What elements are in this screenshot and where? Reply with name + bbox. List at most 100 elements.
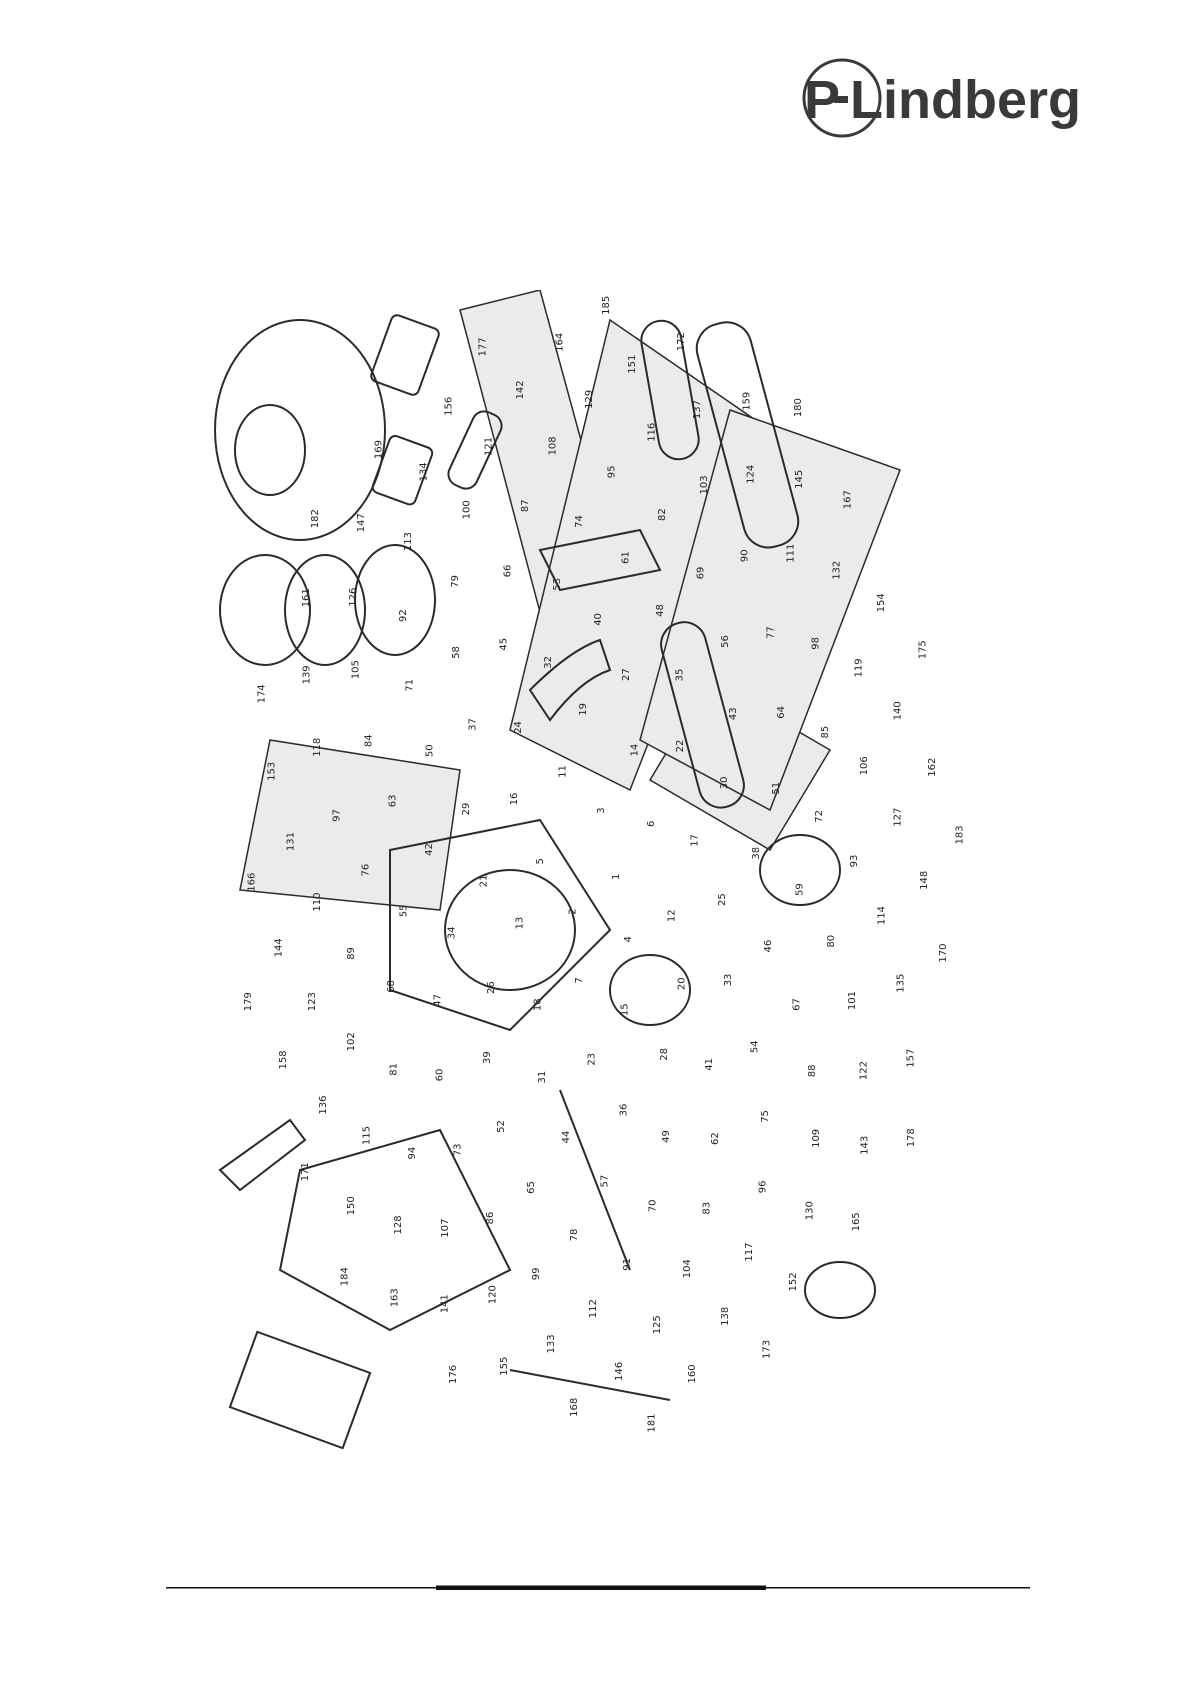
base-plate (228, 1330, 372, 1450)
part-number-label: 60 (434, 1069, 445, 1082)
part-number-label: 25 (717, 893, 728, 906)
part-number-label: 97 (332, 809, 343, 822)
part-number-label: 20 (677, 977, 688, 990)
part-number-label: 62 (710, 1132, 721, 1145)
part-number-label: 158 (278, 1050, 289, 1069)
part-number-label: 85 (820, 726, 831, 739)
part-number-label: 141 (440, 1294, 451, 1313)
part-number-label: 55 (398, 905, 409, 918)
part-number-label: 143 (860, 1136, 871, 1155)
pipe-upper (640, 319, 700, 461)
part-number-label: 65 (526, 1181, 537, 1194)
part-number-label: 52 (496, 1120, 507, 1133)
part-number-label: 57 (599, 1175, 610, 1188)
part-number-label: 41 (704, 1058, 715, 1071)
part-number-label: 116 (646, 423, 657, 442)
part-number-label: 36 (618, 1104, 629, 1117)
part-number-label: 103 (699, 475, 710, 494)
part-number-label: 129 (584, 390, 595, 409)
part-number-label: 166 (246, 873, 257, 892)
part-number-label: 100 (461, 500, 472, 519)
part-number-label: 144 (273, 938, 284, 957)
part-number-label: 123 (307, 992, 318, 1011)
part-number-label: 79 (450, 575, 461, 588)
part-number-label: 181 (646, 1414, 657, 1433)
part-number-label: 15 (620, 1003, 631, 1016)
part-number-label: 83 (702, 1202, 713, 1215)
part-number-label: 142 (515, 380, 526, 399)
part-number-label: 168 (569, 1398, 580, 1417)
part-number-label: 69 (695, 567, 706, 580)
part-number-label: 45 (499, 638, 510, 651)
brand-suffix: Lindberg (850, 70, 1081, 130)
part-number-label: 179 (243, 992, 254, 1011)
part-number-label: 117 (744, 1243, 755, 1262)
part-number-label: 67 (792, 998, 803, 1011)
part-number-label: 180 (793, 398, 804, 417)
part-number-label: 147 (356, 513, 367, 532)
handle-bar (447, 410, 503, 490)
footer-rule (166, 1576, 1030, 1590)
part-number-label: 132 (832, 561, 843, 580)
part-number-label: 39 (482, 1051, 493, 1064)
part-number-label: 19 (578, 703, 589, 716)
part-number-label: 87 (520, 499, 531, 512)
part-number-label: 120 (487, 1285, 498, 1304)
part-number-label: 184 (339, 1267, 350, 1286)
part-number-label: 138 (720, 1307, 731, 1326)
part-number-label: 44 (561, 1131, 572, 1144)
part-number-label: 107 (440, 1219, 451, 1238)
part-number-label: 27 (621, 668, 632, 681)
part-number-label: 49 (661, 1130, 672, 1143)
part-number-label: 112 (588, 1299, 599, 1318)
part-number-label: 56 (720, 635, 731, 648)
part-number-label: 23 (587, 1053, 598, 1066)
part-number-label: 33 (723, 974, 734, 987)
main-housing (278, 1128, 512, 1332)
part-number-label: 137 (692, 400, 703, 419)
part-number-label: 167 (843, 490, 854, 509)
part-number-label: 2 (567, 908, 578, 914)
part-number-label: 108 (548, 436, 559, 455)
part-number-label: 34 (447, 926, 458, 939)
part-number-label: 32 (543, 656, 554, 669)
part-number-label: 110 (312, 893, 323, 912)
part-number-label: 101 (847, 991, 858, 1010)
part-number-label: 136 (318, 1096, 329, 1115)
part-number-label: 6 (646, 821, 657, 827)
part-number-label: 80 (826, 935, 837, 948)
part-number-labels: 1234567111213141516171819202122232425262… (243, 296, 966, 1433)
part-number-label: 66 (503, 565, 514, 578)
part-number-label: 88 (807, 1064, 818, 1077)
part-number-label: 46 (763, 940, 774, 953)
part-number-label: 109 (811, 1129, 822, 1148)
part-number-label: 86 (485, 1212, 496, 1225)
part-number-label: 162 (927, 758, 938, 777)
part-number-label: 128 (393, 1215, 404, 1234)
impeller (444, 869, 576, 991)
part-number-label: 81 (389, 1063, 400, 1076)
part-number-label: 48 (655, 604, 666, 617)
part-number-label: 105 (351, 660, 362, 679)
part-number-label: 76 (360, 864, 371, 877)
part-number-label: 28 (659, 1048, 670, 1061)
part-number-label: 106 (859, 756, 870, 775)
pipe-lower (660, 621, 745, 809)
part-number-label: 114 (877, 906, 888, 925)
part-number-label: 77 (766, 626, 777, 639)
part-number-label: 59 (794, 883, 805, 896)
part-number-label: 154 (876, 593, 887, 612)
recoil-starter (759, 834, 841, 906)
part-number-label: 125 (652, 1315, 663, 1334)
part-number-label: 16 (509, 793, 520, 806)
part-number-label: 82 (657, 508, 668, 521)
fan-disc-right (354, 544, 436, 656)
part-number-label: 37 (468, 718, 479, 731)
part-number-label: 165 (851, 1212, 862, 1231)
part-number-label: 29 (461, 803, 472, 816)
part-number-label: 38 (751, 847, 762, 860)
part-number-label: 146 (614, 1362, 625, 1381)
throttle-rod (559, 1089, 631, 1271)
part-number-label: 93 (849, 855, 860, 868)
part-number-label: 91 (622, 1258, 633, 1271)
